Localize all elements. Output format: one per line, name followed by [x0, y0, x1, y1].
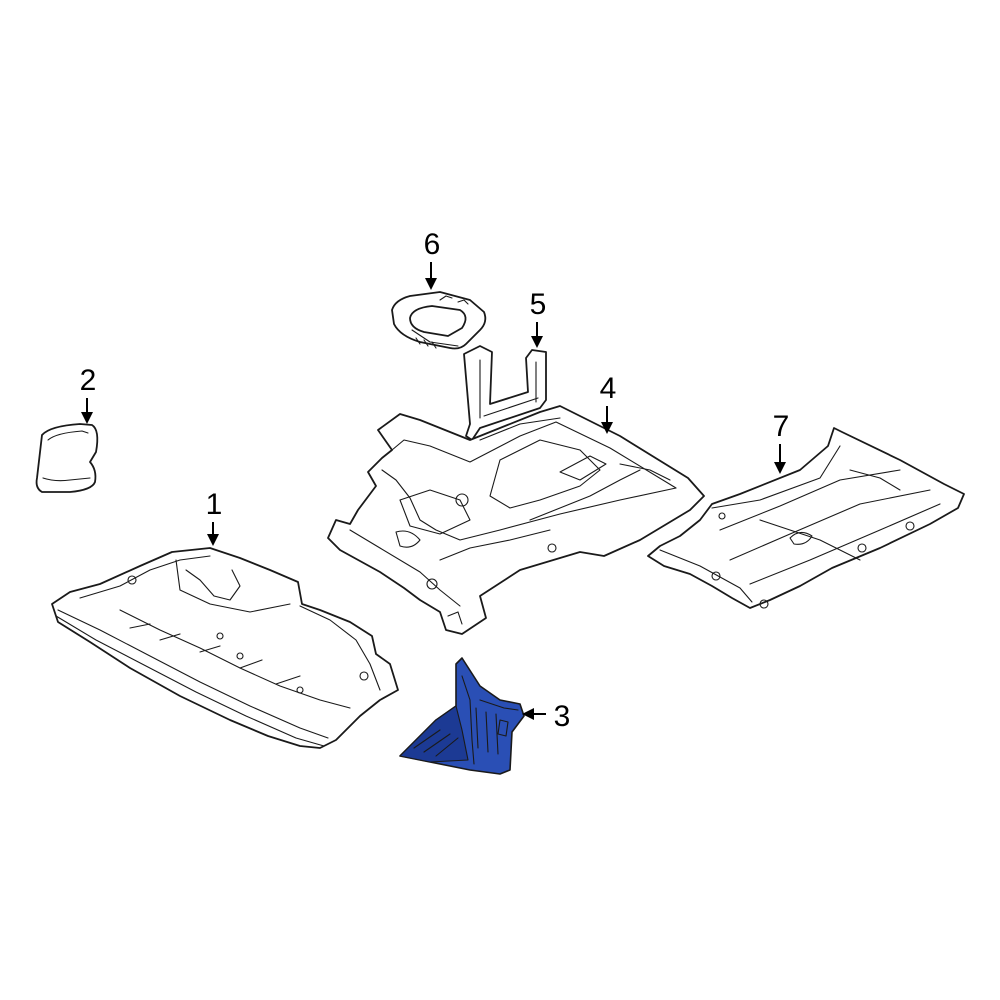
callout-label-1: 1	[206, 488, 223, 521]
callout-4: 4	[600, 372, 617, 434]
part-4-center-shield[interactable]	[327, 405, 705, 635]
callout-7: 7	[773, 410, 790, 474]
arrowhead-6	[425, 278, 437, 290]
arrowhead-4	[601, 422, 613, 434]
callout-label-4: 4	[600, 372, 617, 405]
arrowhead-2	[81, 412, 93, 424]
callout-1: 1	[206, 488, 223, 546]
arrowhead-5	[531, 336, 543, 348]
part-3-deflector-highlighted[interactable]	[399, 657, 525, 775]
part-1-front-shield[interactable]	[51, 547, 399, 749]
arrowhead-1	[207, 534, 219, 546]
callout-label-3: 3	[554, 700, 571, 733]
callout-5: 5	[530, 288, 547, 348]
arrowhead-3	[522, 708, 534, 720]
part-2-bracket[interactable]	[35, 423, 99, 493]
callout-label-6: 6	[424, 228, 441, 261]
callout-6: 6	[424, 228, 441, 290]
callout-3: 3	[522, 700, 570, 733]
arrowhead-7	[774, 462, 786, 474]
part-6-bracket[interactable]	[391, 291, 487, 350]
callout-2: 2	[80, 364, 97, 424]
callout-label-5: 5	[530, 288, 547, 321]
callout-label-2: 2	[80, 364, 97, 397]
callout-label-7: 7	[773, 410, 790, 443]
part-7-rear-panel[interactable]	[647, 427, 965, 609]
part-5-brace[interactable]	[463, 345, 547, 441]
